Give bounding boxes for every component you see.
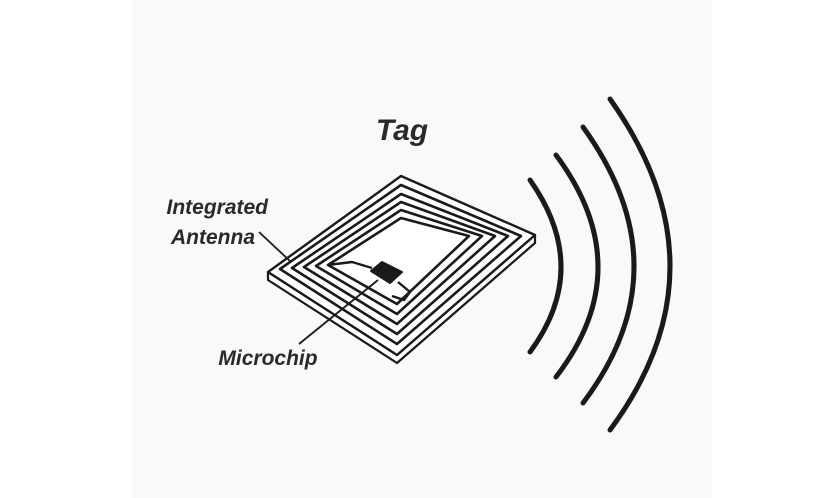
coil-loop — [314, 208, 484, 316]
microchip — [370, 261, 403, 284]
radio-wave-arc — [580, 124, 637, 406]
radio-waves — [527, 96, 673, 433]
radio-wave-arc — [527, 177, 564, 355]
coil-loop — [290, 192, 510, 336]
radio-wave-arc — [607, 96, 673, 433]
antenna-label-line1: Integrated — [166, 196, 269, 219]
coil-loop — [302, 200, 497, 326]
antenna-lead — [327, 260, 373, 270]
coil-loop — [326, 216, 471, 306]
antenna-leads — [327, 260, 412, 302]
diagram-title: Tag — [376, 114, 428, 147]
microchip-leader-line — [298, 279, 379, 345]
antenna-leader-line — [258, 231, 292, 263]
antenna-lead — [391, 281, 412, 302]
antenna-coil — [278, 183, 523, 346]
radio-wave-arc — [553, 152, 601, 380]
antenna-label-line2: Antenna — [170, 226, 255, 249]
coil-loop — [278, 183, 523, 346]
microchip-label: Microchip — [218, 347, 317, 370]
